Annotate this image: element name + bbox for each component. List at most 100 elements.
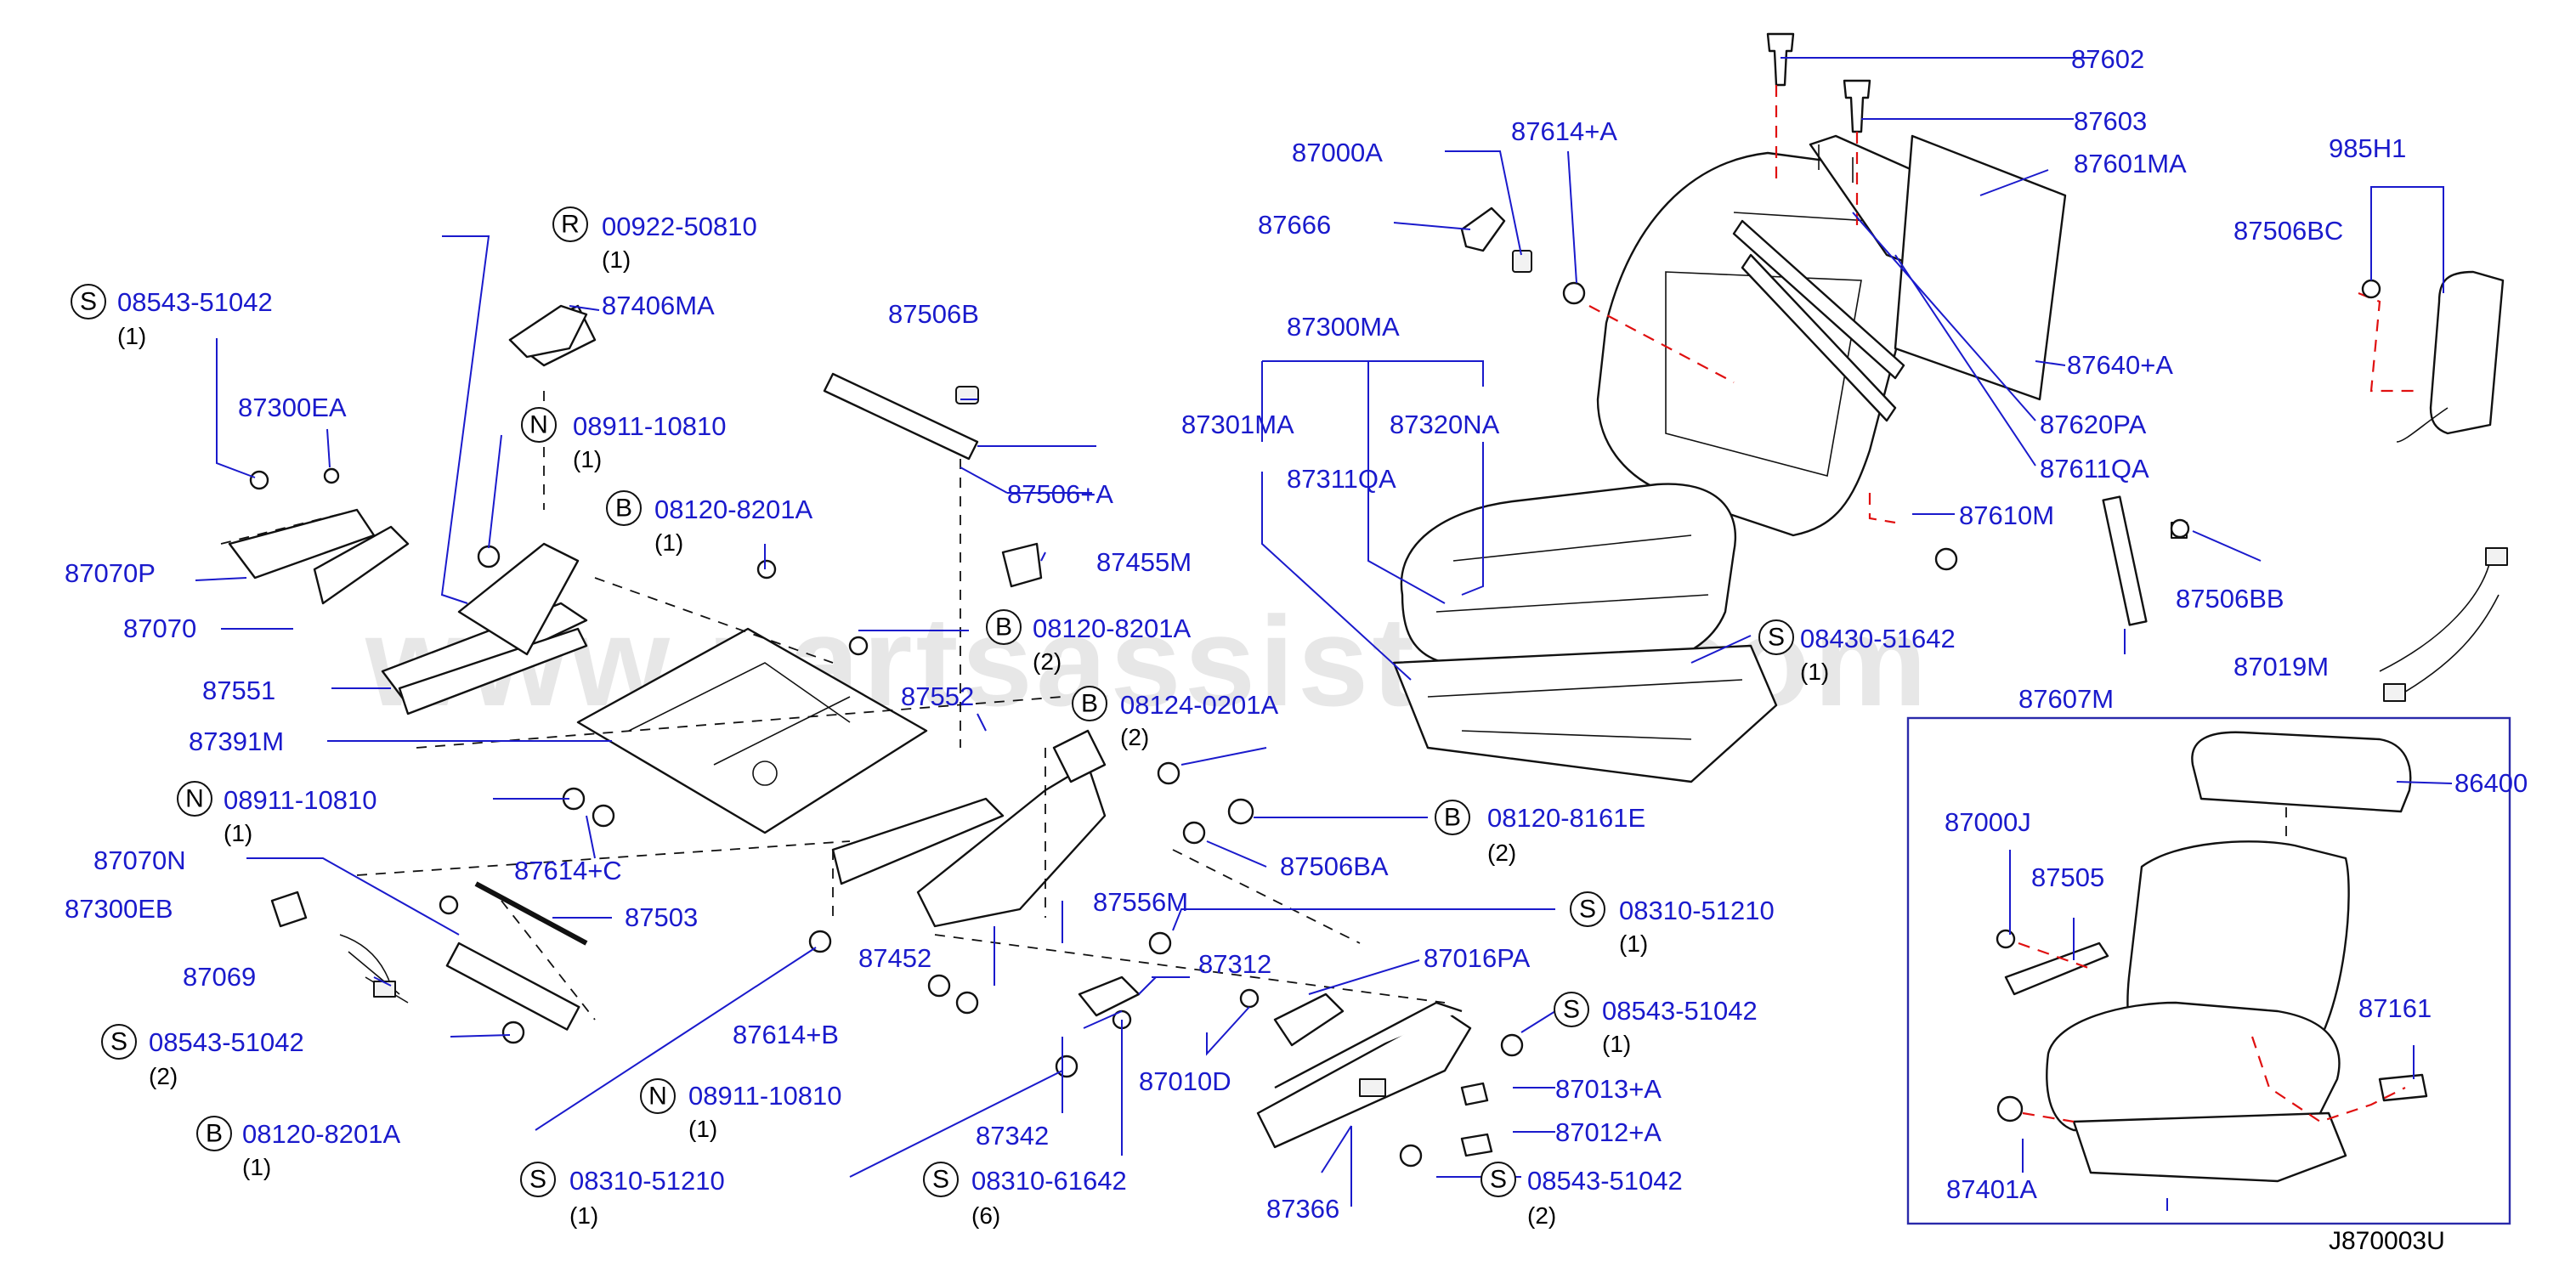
side-shield-illustration — [1256, 1001, 1472, 1149]
label-87312: 87312 — [1198, 949, 1271, 979]
label-08120-c: 08120-8161E — [1487, 803, 1645, 833]
label-87611QA: 87611QA — [2040, 454, 2149, 483]
label-87070: 87070 — [123, 614, 196, 643]
harness-illustration — [270, 891, 409, 1004]
complete-seat-illustration — [1996, 731, 2428, 1183]
svg-text:B: B — [615, 495, 632, 523]
svg-text:(1): (1) — [688, 1116, 717, 1142]
part-labels: 87602 87603 87601MA 87000A 87614+A 87666… — [65, 44, 2528, 1229]
link-illustration — [2102, 495, 2188, 626]
badges: R S N B B B B S N S S S N B S S S — [71, 206, 1794, 1197]
svg-text:(2): (2) — [149, 1063, 178, 1089]
svg-text:B: B — [1081, 690, 1098, 718]
label-87614C: 87614+C — [514, 856, 622, 885]
dashed-guide-lines — [220, 391, 1446, 1021]
svg-text:(1): (1) — [602, 246, 631, 273]
label-00922-50810: 00922-50810 — [602, 212, 757, 241]
label-08124: 08124-0201A — [1120, 690, 1278, 720]
svg-text:(1): (1) — [117, 323, 146, 349]
label-87505: 87505 — [2031, 862, 2104, 892]
svg-text:S: S — [1490, 1166, 1507, 1194]
label-87552: 87552 — [901, 681, 974, 711]
label-87506B: 87506B — [888, 299, 979, 329]
label-08543-a: 08543-51042 — [117, 287, 273, 317]
svg-text:(1): (1) — [1800, 659, 1829, 685]
svg-text:S: S — [1768, 624, 1785, 652]
label-87610M: 87610M — [1959, 500, 2054, 530]
seat-cushion-illustration — [1392, 483, 1778, 783]
mount-bracket-illustration — [823, 372, 979, 461]
label-08543-c: 08543-51042 — [1602, 996, 1758, 1026]
label-08543-d: 08543-51042 — [1527, 1166, 1683, 1196]
svg-text:S: S — [529, 1166, 546, 1194]
label-87300EA: 87300EA — [238, 393, 347, 422]
svg-text:N: N — [185, 785, 204, 813]
label-87320NA: 87320NA — [1390, 410, 1500, 439]
svg-text:S: S — [1579, 896, 1596, 924]
diagram-reference-code: J870003U — [2329, 1227, 2445, 1255]
label-87016PA: 87016PA — [1424, 943, 1531, 973]
label-87620PA: 87620PA — [2040, 410, 2147, 439]
label-87069: 87069 — [183, 962, 256, 992]
label-08911-b: 08911-10810 — [224, 785, 376, 815]
label-87300MA: 87300MA — [1287, 312, 1400, 342]
svg-text:B: B — [1444, 804, 1461, 832]
svg-text:R: R — [561, 211, 580, 239]
label-87161: 87161 — [2358, 993, 2432, 1023]
label-87452: 87452 — [858, 943, 931, 973]
label-08911-c: 08911-10810 — [688, 1081, 841, 1111]
red-guide-lines — [1588, 85, 1896, 524]
label-87070P: 87070P — [65, 558, 156, 588]
label-87000J: 87000J — [1945, 807, 2031, 837]
label-87551: 87551 — [202, 676, 275, 705]
seat-harness-illustration — [2379, 547, 2508, 702]
label-87614B: 87614+B — [733, 1020, 839, 1049]
label-87000A: 87000A — [1292, 138, 1383, 167]
headrest-guide-illustration — [1766, 32, 1871, 133]
svg-text:(1): (1) — [654, 529, 683, 556]
label-87666: 87666 — [1258, 210, 1331, 240]
svg-text:(1): (1) — [1602, 1031, 1631, 1057]
label-87401A: 87401A — [1946, 1174, 2037, 1204]
complete-seat-inset — [1906, 716, 2511, 1225]
svg-text:(1): (1) — [242, 1154, 271, 1180]
label-87391M: 87391M — [189, 727, 284, 756]
svg-text:S: S — [1563, 996, 1580, 1024]
label-87607M: 87607M — [2018, 684, 2114, 714]
svg-text:(1): (1) — [569, 1202, 598, 1229]
label-87366: 87366 — [1266, 1194, 1339, 1224]
svg-text:S: S — [110, 1028, 127, 1056]
label-87013A: 87013+A — [1555, 1074, 1662, 1104]
label-08430: 08430-51642 — [1800, 624, 1956, 653]
svg-text:B: B — [206, 1120, 223, 1148]
label-08310-c: 08310-61642 — [971, 1166, 1127, 1196]
bracket-illustration — [508, 304, 588, 359]
label-87614A: 87614+A — [1511, 116, 1617, 146]
back-fastener-illustration — [1460, 206, 1586, 305]
svg-text:N: N — [529, 411, 548, 439]
label-87556M: 87556M — [1093, 887, 1188, 917]
svg-text:(2): (2) — [1033, 648, 1062, 675]
label-87010D: 87010D — [1139, 1066, 1231, 1096]
seat-pan-illustration — [576, 627, 928, 834]
label-87506BB: 87506BB — [2176, 584, 2284, 614]
torsion-bar-illustration — [445, 881, 588, 1031]
label-87602: 87602 — [2071, 44, 2144, 74]
label-87301MA: 87301MA — [1181, 410, 1294, 439]
label-87070N: 87070N — [93, 845, 186, 875]
label-08543-b: 08543-51042 — [149, 1027, 304, 1057]
label-87406MA: 87406MA — [602, 291, 715, 320]
label-08911-a: 08911-10810 — [573, 411, 726, 441]
leader-lines — [195, 57, 2453, 1211]
svg-text:(1): (1) — [1619, 930, 1648, 957]
label-87311QA: 87311QA — [1287, 464, 1396, 494]
airbag-module-illustration — [2358, 270, 2505, 443]
svg-text:(2): (2) — [1487, 840, 1516, 866]
cover-illustration — [1001, 542, 1043, 588]
label-86400: 86400 — [2454, 768, 2528, 798]
svg-text:(2): (2) — [1527, 1202, 1556, 1229]
label-87300EB: 87300EB — [65, 894, 173, 924]
svg-text:S: S — [932, 1166, 949, 1194]
svg-text:(1): (1) — [224, 820, 252, 846]
